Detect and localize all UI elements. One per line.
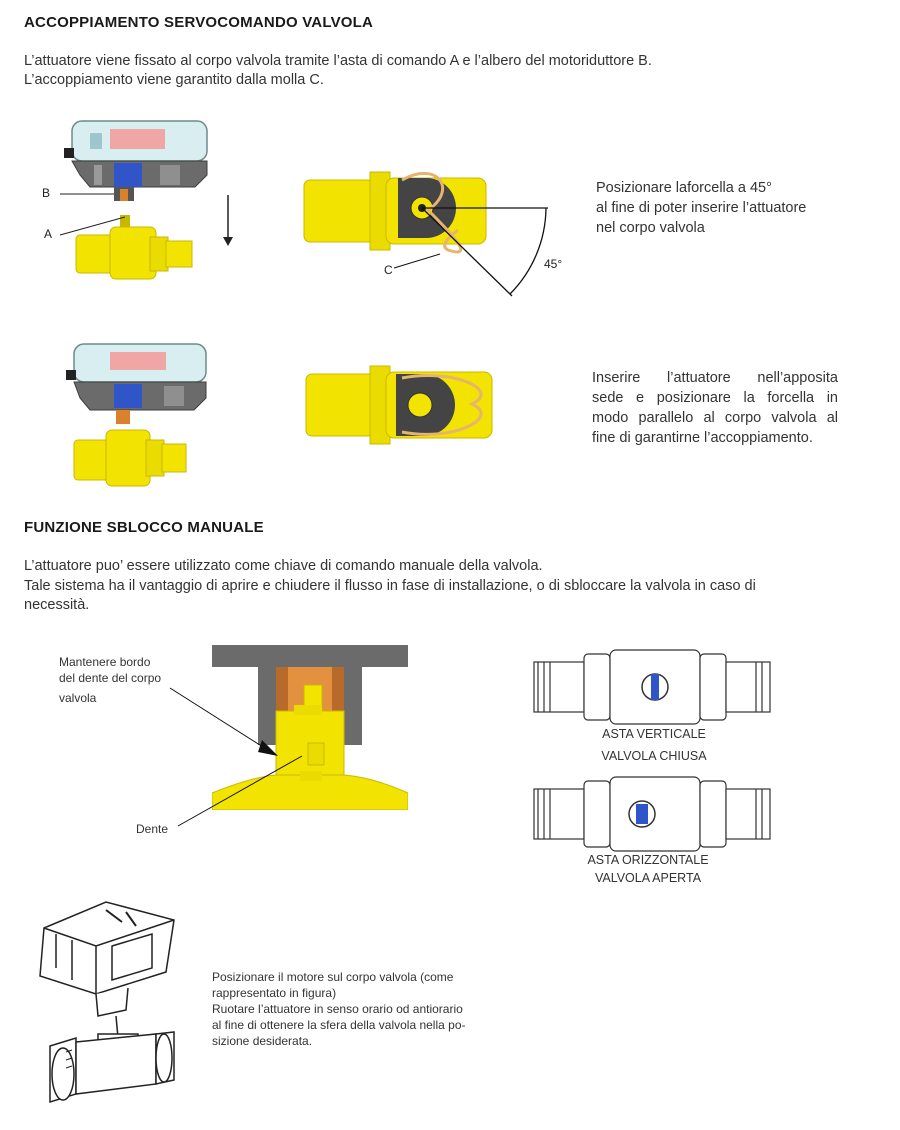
valve-open-caption: ASTA ORIZZONTALE VALVOLA APERTA: [587, 853, 709, 885]
step1-text: Posizionare laforcella a 45° al fine di …: [596, 180, 807, 236]
section2-intro-line1: L’attuatore puo’ essere utilizzato come …: [24, 558, 543, 574]
section2-intro-line3: necessità.: [24, 597, 90, 613]
section1-intro-line2: L’accoppiamento viene garantito dalla mo…: [24, 72, 324, 88]
callout-lines: [169, 687, 303, 827]
section1-intro-line1: L’attuatore viene fissato al corpo valvo…: [24, 53, 652, 69]
valve-open-drawing: [533, 776, 771, 852]
callout-tooth-text: Dente: [136, 822, 169, 836]
section2-intro-line2: Tale sistema ha il vantaggio di aprire e…: [24, 578, 756, 594]
label-c: C: [384, 263, 393, 277]
final-instructions-text: Posizionare il motore sul corpo valvola …: [212, 970, 466, 1048]
valve-top-view-parallel-figure: [305, 365, 493, 445]
valve-closed-drawing: [533, 649, 771, 725]
label-b: B: [42, 186, 51, 200]
actuator-on-valve-drawing: [39, 901, 175, 1104]
label-a: A: [44, 227, 53, 241]
section2-heading: FUNZIONE SBLOCCO MANUALE: [24, 519, 264, 536]
actuator-separated-figure: [59, 120, 233, 280]
valve-top-view-45-figure: [303, 171, 548, 297]
actuator-mounted-figure: [66, 343, 207, 487]
valve-closed-caption: ASTA VERTICALE VALVOLA CHIUSA: [601, 727, 707, 763]
angle-label: 45°: [544, 257, 563, 271]
section1-heading: ACCOPPIAMENTO SERVOCOMANDO VALVOLA: [24, 14, 374, 31]
step2-text: Inserire l’attuatore nell’apposita sede …: [592, 370, 838, 446]
cross-section-figure: [212, 645, 408, 810]
callout-edge-text: Mantenere bordo del dente del corpo valv…: [59, 655, 162, 705]
